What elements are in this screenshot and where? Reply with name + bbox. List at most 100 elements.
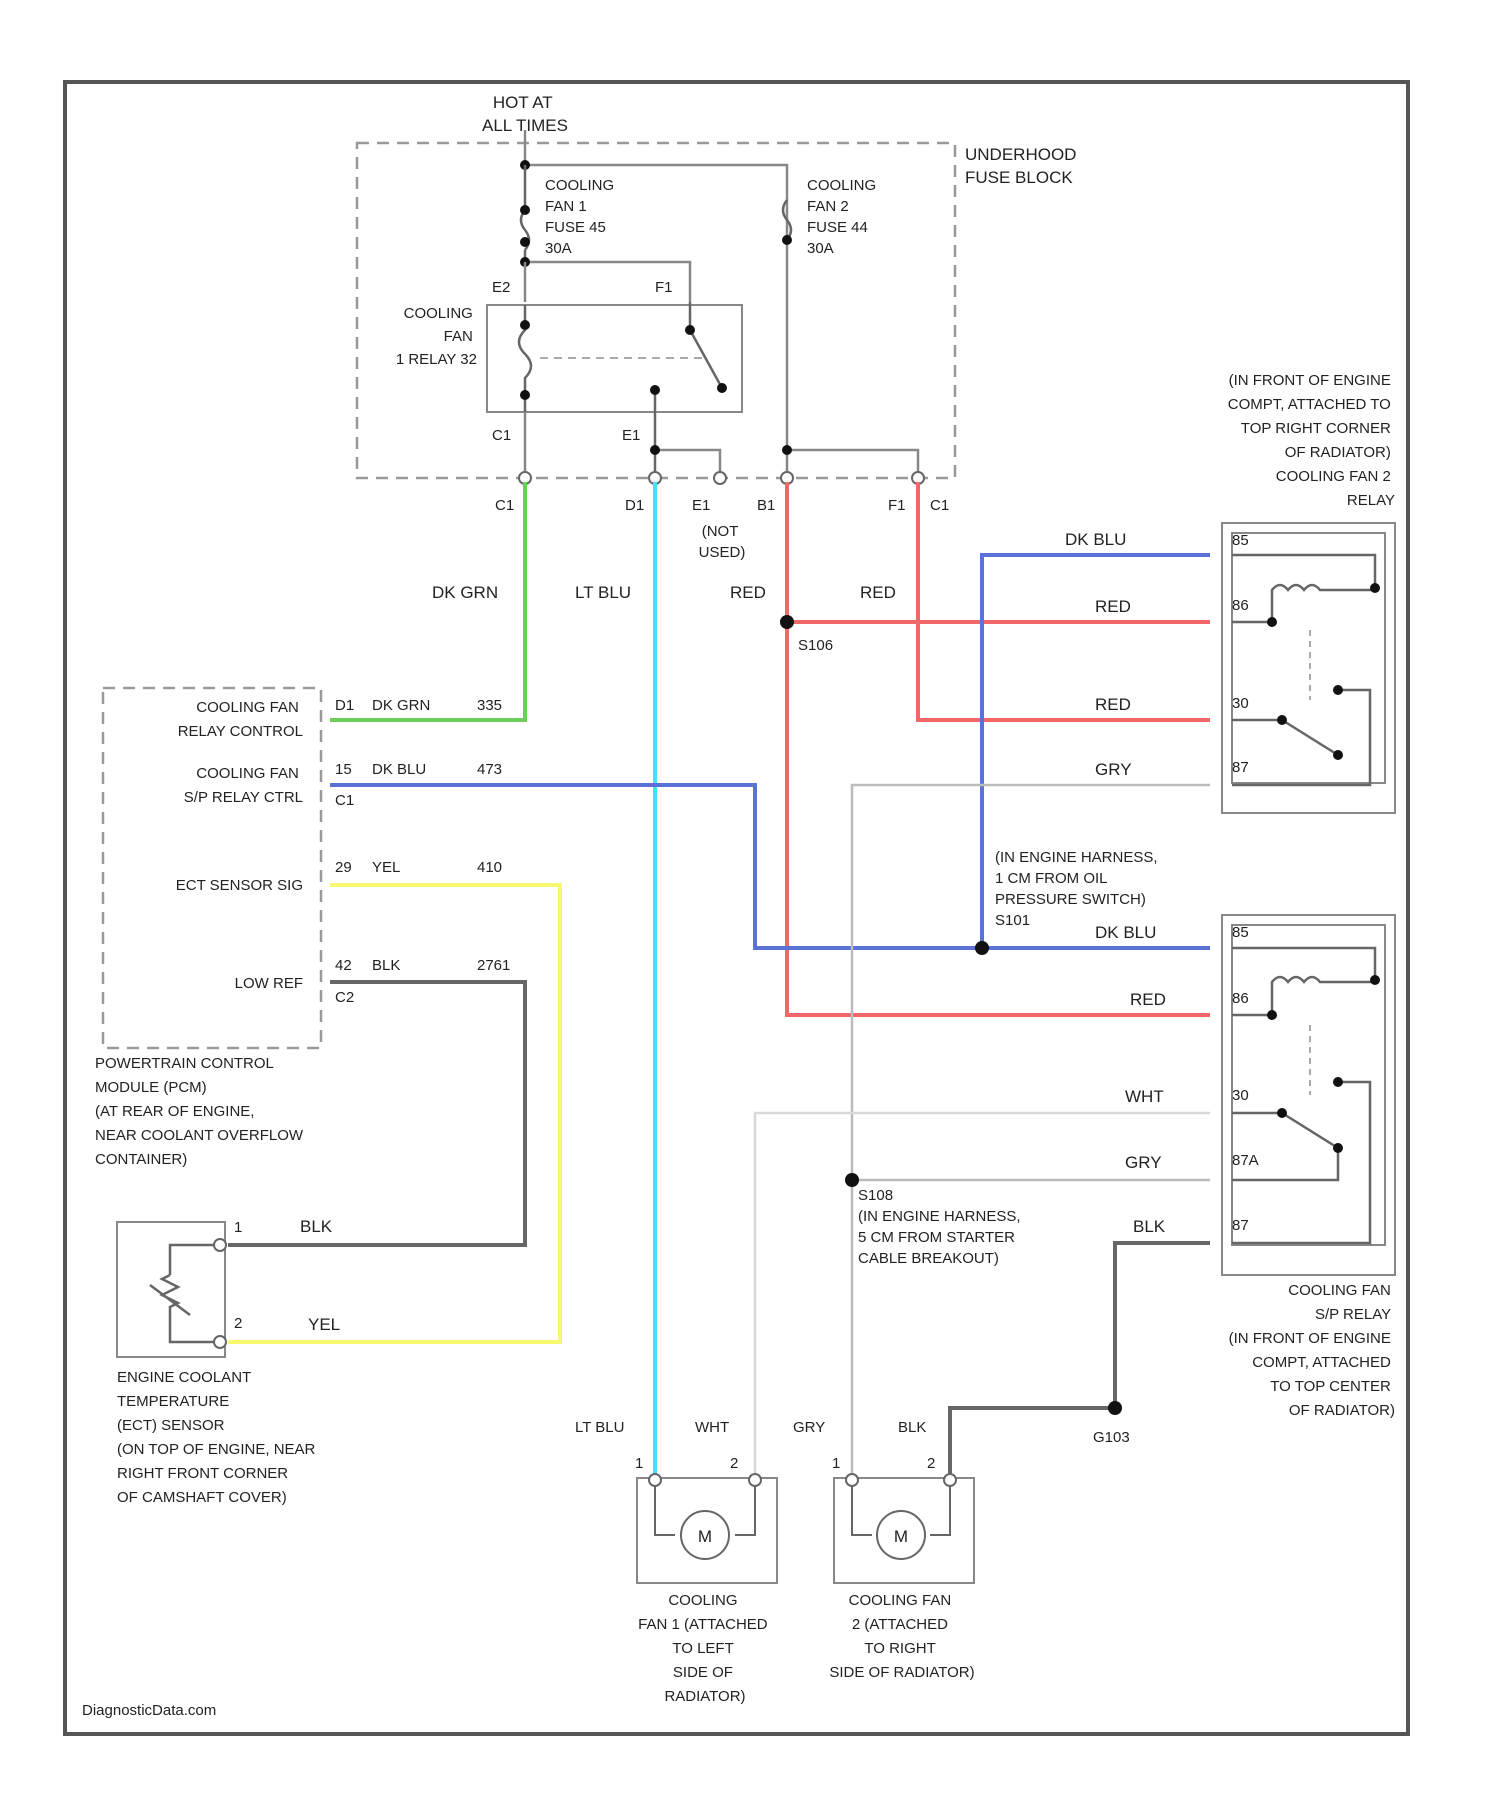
- svg-text:87: 87: [1232, 1217, 1249, 1234]
- wire-gry: [852, 785, 1210, 1475]
- splice-s108: [845, 1173, 859, 1187]
- svg-text:ECT SENSOR SIG: ECT SENSOR SIG: [176, 877, 303, 894]
- svg-text:2: 2: [730, 1455, 738, 1472]
- svg-text:DK BLU: DK BLU: [1065, 530, 1126, 549]
- svg-text:RED: RED: [1095, 695, 1131, 714]
- svg-text:2: 2: [927, 1455, 935, 1472]
- cooling-fan-1-motor: LT BLU WHT 1 2 M COOLING FAN 1 (ATTACHED…: [575, 1419, 777, 1705]
- svg-text:RED: RED: [730, 583, 766, 602]
- svg-text:C1: C1: [492, 427, 511, 444]
- svg-text:B1: B1: [757, 497, 775, 514]
- svg-text:COOLING FAN RELAY CONTRO: COOLING FAN RELAY CONTROL: [178, 699, 303, 740]
- svg-text:S106: S106: [798, 637, 833, 654]
- svg-text:E1: E1: [622, 427, 640, 444]
- svg-text:1: 1: [832, 1455, 840, 1472]
- cooling-fan-2-fuse: COOLING FAN 2 FUSE 44 30A: [782, 177, 880, 257]
- svg-text:1: 1: [234, 1219, 242, 1236]
- svg-text:1: 1: [635, 1455, 643, 1472]
- power-label: HOT AT ALL TIMES: [482, 93, 568, 135]
- ground-g103: [1108, 1401, 1122, 1415]
- wire-blk-low-ref: [228, 982, 525, 1245]
- svg-text:C2: C2: [335, 989, 354, 1006]
- fan-2-label: COOLING FAN 2 (ATTACHED TO RIGHT SIDE OF…: [829, 1592, 974, 1681]
- svg-text:2: 2: [234, 1315, 242, 1332]
- svg-text:COOLING FAN 1: COOLING FAN 1 FUSE 45 30A: [545, 177, 618, 257]
- svg-text:86: 86: [1232, 597, 1249, 614]
- svg-text:87A: 87A: [1232, 1152, 1259, 1169]
- pcm-outline: [103, 688, 321, 1048]
- svg-text:DK GRN: DK GRN: [432, 583, 498, 602]
- splice-s101: [975, 941, 989, 955]
- svg-text:BLK: BLK: [300, 1217, 333, 1236]
- powertrain-control-module: COOLING FAN RELAY CONTROL D1 DK GRN 335 …: [95, 688, 510, 1168]
- svg-text:E1: E1: [692, 497, 710, 514]
- svg-text:YEL: YEL: [308, 1315, 340, 1334]
- svg-text:LOW REF: LOW REF: [235, 975, 303, 992]
- svg-text:D1: D1: [335, 697, 354, 714]
- svg-text:D1: D1: [625, 497, 644, 514]
- svg-text:BLK: BLK: [898, 1419, 926, 1436]
- ect-sensor: 1 2 ENGINE COOLANT TEMPERATURE (ECT) SEN…: [117, 1219, 320, 1506]
- svg-text:LT BLU: LT BLU: [575, 583, 631, 602]
- source-watermark: DiagnosticData.com: [82, 1702, 216, 1719]
- svg-text:473: 473: [477, 761, 502, 778]
- svg-text:GRY: GRY: [793, 1419, 825, 1436]
- cooling-fan-2-relay: (IN FRONT OF ENGINE COMPT, ATTACHED TO T…: [1222, 372, 1395, 813]
- svg-text:87: 87: [1232, 759, 1249, 776]
- svg-text:DK GRN: DK GRN: [372, 697, 430, 714]
- s108-label: S108 (IN ENGINE HARNESS, 5 CM FROM START…: [858, 1187, 1025, 1267]
- relay-1-label: COOLING FAN 1 RELAY 32: [396, 305, 477, 368]
- cooling-fan-1-relay: COOLING FAN 1 RELAY 32: [396, 302, 742, 478]
- svg-text:C1: C1: [930, 497, 949, 514]
- svg-text:410: 410: [477, 859, 502, 876]
- svg-text:M: M: [698, 1527, 712, 1546]
- svg-text:C1: C1: [495, 497, 514, 514]
- svg-text:DK BLU: DK BLU: [1095, 923, 1156, 942]
- s101-label: (IN ENGINE HARNESS, 1 CM FROM OIL PRESSU…: [995, 849, 1162, 929]
- svg-text:RED: RED: [860, 583, 896, 602]
- svg-text:GRY: GRY: [1125, 1153, 1162, 1172]
- svg-text:E2: E2: [492, 279, 510, 296]
- svg-text:85: 85: [1232, 924, 1249, 941]
- fuse-block-label: UNDERHOOD FUSE BLOCK: [965, 145, 1081, 187]
- ect-label: ENGINE COOLANT TEMPERATURE (ECT) SENSOR …: [117, 1369, 320, 1506]
- svg-text:29: 29: [335, 859, 352, 876]
- svg-text:86: 86: [1232, 990, 1249, 1007]
- svg-text:F1: F1: [655, 279, 673, 296]
- svg-text:85: 85: [1232, 532, 1249, 549]
- svg-text:M: M: [894, 1527, 908, 1546]
- svg-text:C1: C1: [335, 792, 354, 809]
- fuse-block-bottom-pins: C1 D1 E1 B1 F1 C1 (NOT USED): [495, 472, 949, 561]
- svg-text:RED: RED: [1130, 990, 1166, 1009]
- svg-text:(NOT USED): (NOT USED): [699, 523, 746, 561]
- wire-dk-blu: [330, 555, 1210, 948]
- svg-text:G103: G103: [1093, 1429, 1130, 1446]
- svg-text:2761: 2761: [477, 957, 510, 974]
- svg-text:DK BLU: DK BLU: [372, 761, 426, 778]
- svg-text:WHT: WHT: [695, 1419, 729, 1436]
- svg-text:WHT: WHT: [1125, 1087, 1164, 1106]
- svg-text:COOLING FAN S/P RELAY CT: COOLING FAN S/P RELAY CTRL: [184, 765, 303, 806]
- svg-text:F1: F1: [888, 497, 906, 514]
- pcm-label: POWERTRAIN CONTROL MODULE (PCM) (AT REAR…: [95, 1055, 307, 1168]
- svg-text:335: 335: [477, 697, 502, 714]
- svg-text:30: 30: [1232, 695, 1249, 712]
- svg-text:RED: RED: [1095, 597, 1131, 616]
- wire-blk-ground: [950, 1243, 1210, 1475]
- fan-1-label: COOLING FAN 1 (ATTACHED TO LEFT SIDE OF …: [638, 1592, 772, 1705]
- cooling-fan-sp-relay: 85 86 30 87A 87 COOLING FAN S/P RELAY (I…: [1222, 915, 1395, 1419]
- svg-text:BLK: BLK: [372, 957, 400, 974]
- svg-text:COOLING FAN 2: COOLING FAN 2 FUSE 44 30A: [807, 177, 880, 257]
- svg-text:GRY: GRY: [1095, 760, 1132, 779]
- wire-red-f1: [918, 482, 1210, 720]
- wire-yel: [228, 885, 560, 1342]
- splice-s106: [780, 615, 794, 629]
- svg-text:42: 42: [335, 957, 352, 974]
- relay-2-label: (IN FRONT OF ENGINE COMPT, ATTACHED TO T…: [1228, 372, 1395, 509]
- underhood-fuse-block: HOT AT ALL TIMES UNDERHOOD FUSE BLOCK CO…: [357, 93, 1081, 561]
- cooling-fan-1-fuse: COOLING FAN 1 FUSE 45 30A: [520, 165, 618, 262]
- svg-text:LT BLU: LT BLU: [575, 1419, 624, 1436]
- svg-text:15: 15: [335, 761, 352, 778]
- svg-text:BLK: BLK: [1133, 1217, 1166, 1236]
